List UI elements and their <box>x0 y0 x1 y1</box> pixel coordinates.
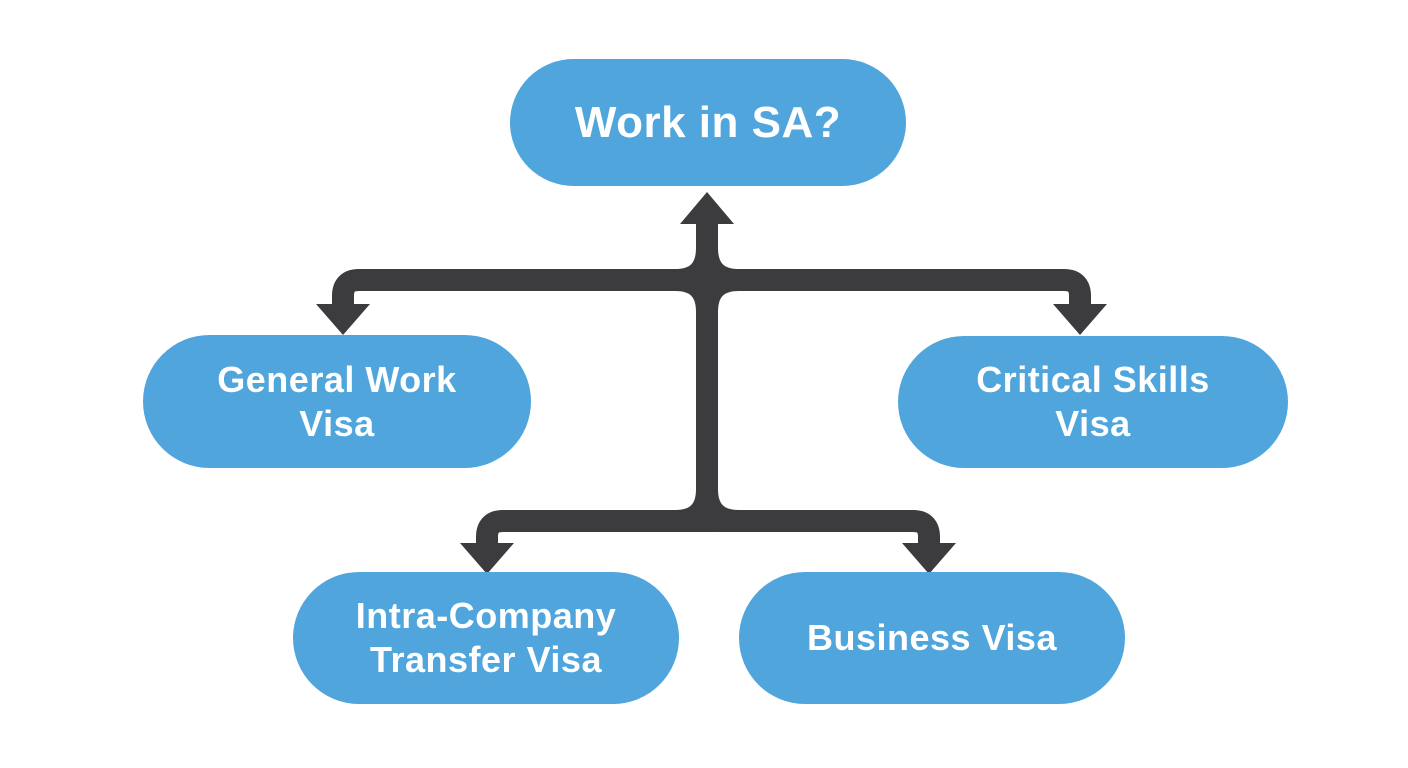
node-critical-skills-visa: Critical Skills Visa <box>898 336 1288 468</box>
lower-branch-line <box>476 510 940 548</box>
cross-fillet-se <box>696 269 740 313</box>
node-business-visa: Business Visa <box>739 572 1125 704</box>
arrowhead-down-general <box>316 304 370 335</box>
arrowhead-up-root <box>680 192 734 224</box>
arrowhead-down-critical <box>1053 304 1107 335</box>
arrowhead-down-intra <box>460 543 514 574</box>
arrowhead-down-business <box>902 543 956 574</box>
node-business-visa-label: Business Visa <box>807 617 1057 659</box>
tee-fillet-e <box>696 488 740 532</box>
node-intra-company-transfer-visa-label: Intra-Company Transfer Visa <box>355 595 617 680</box>
node-work-in-sa: Work in SA? <box>510 59 906 186</box>
node-critical-skills-visa-label: Critical Skills Visa <box>976 359 1210 444</box>
node-general-work-visa-label: General Work Visa <box>217 358 457 444</box>
node-work-in-sa-label: Work in SA? <box>574 97 842 147</box>
node-general-work-visa: General Work Visa <box>143 335 531 468</box>
node-intra-company-transfer-visa: Intra-Company Transfer Visa <box>293 572 679 704</box>
